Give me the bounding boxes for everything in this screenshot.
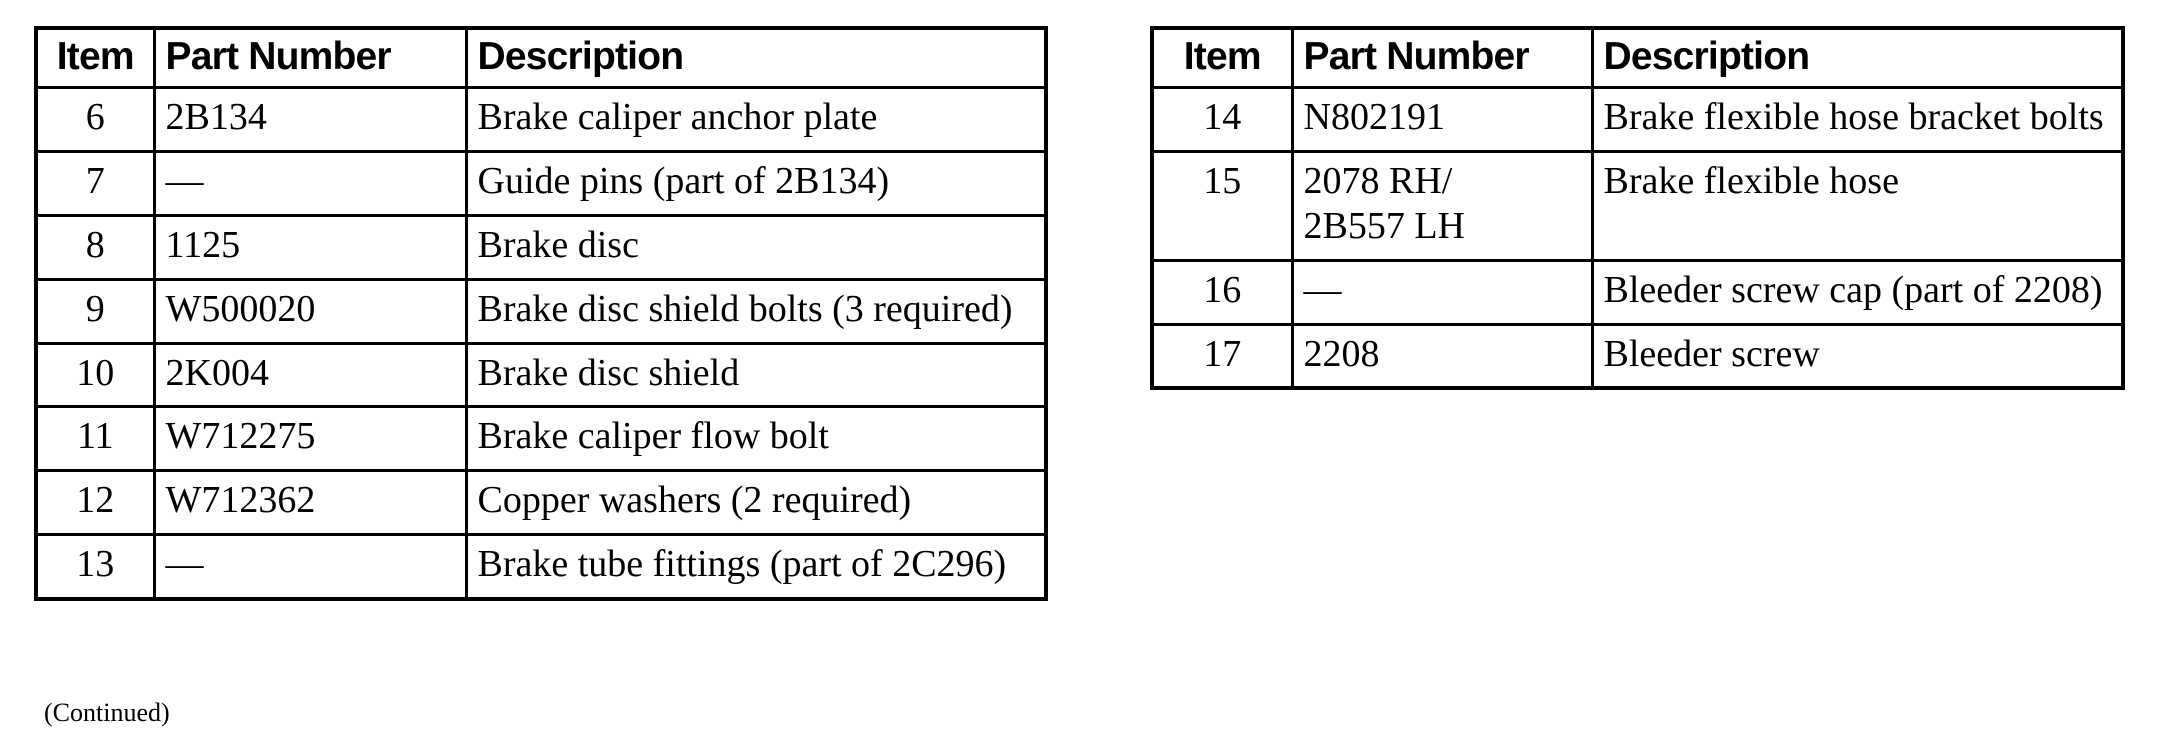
cell-part-number: 2B134	[152, 86, 468, 154]
cell-item: 14	[1150, 86, 1294, 154]
table-row: 13—Brake tube fittings (part of 2C296)	[34, 533, 1048, 601]
header-row: Item Part Number Description	[1150, 26, 2125, 90]
table-header-left: Item Part Number Description	[34, 26, 1048, 90]
cell-item: 17	[1150, 322, 1294, 390]
cell-item: 7	[34, 150, 156, 217]
cell-item: 9	[34, 277, 156, 345]
cell-description: Brake disc	[464, 213, 1048, 281]
cell-part-number: 1125	[152, 213, 468, 281]
cell-part-number: —	[152, 150, 468, 217]
continued-note: (Continued)	[44, 698, 170, 727]
table-row: 16—Bleeder screw cap (part of 2208)	[1150, 258, 2125, 326]
header-row: Item Part Number Description	[34, 26, 1048, 90]
cell-item: 16	[1150, 258, 1294, 326]
cell-part-number: W712275	[152, 405, 468, 473]
cell-description: Guide pins (part of 2B134)	[464, 150, 1048, 217]
cell-part-number: —	[1290, 258, 1594, 326]
column-header-part-number: Part Number	[152, 26, 468, 90]
cell-item: 11	[34, 405, 156, 473]
cell-item: 10	[34, 341, 156, 409]
cell-item: 12	[34, 469, 156, 537]
cell-part-number: N802191	[1290, 86, 1594, 154]
cell-description: Bleeder screw cap (part of 2208)	[1590, 258, 2125, 326]
cell-part-number: —	[152, 533, 468, 601]
cell-description: Brake flexible hose bracket bolts	[1590, 86, 2125, 154]
column-header-part-number: Part Number	[1290, 26, 1594, 90]
cell-description: Brake flexible hose	[1590, 150, 2125, 262]
column-header-item: Item	[34, 26, 156, 90]
cell-item: 6	[34, 86, 156, 154]
table-row: 7—Guide pins (part of 2B134)	[34, 150, 1048, 217]
cell-description: Copper washers (2 required)	[464, 469, 1048, 537]
cell-description: Brake disc shield bolts (3 required)	[464, 277, 1048, 345]
cell-description: Brake tube fittings (part of 2C296)	[464, 533, 1048, 601]
cell-part-number: W500020	[152, 277, 468, 345]
cell-part-number: 2K004	[152, 341, 468, 409]
cell-item: 15	[1150, 150, 1294, 262]
cell-description: Brake caliper anchor plate	[464, 86, 1048, 154]
cell-description: Bleeder screw	[1590, 322, 2125, 390]
cell-description: Brake disc shield	[464, 341, 1048, 409]
column-header-description: Description	[1590, 26, 2125, 90]
cell-item: 8	[34, 213, 156, 281]
cell-item: 13	[34, 533, 156, 601]
cell-part-number: W712362	[152, 469, 468, 537]
table-header-right: Item Part Number Description	[1150, 26, 2125, 90]
cell-part-number: 2208	[1290, 322, 1594, 390]
column-header-description: Description	[464, 26, 1048, 90]
column-header-item: Item	[1150, 26, 1294, 90]
cell-description: Brake caliper flow bolt	[464, 405, 1048, 473]
cell-part-number: 2078 RH/2B557 LH	[1290, 150, 1594, 262]
